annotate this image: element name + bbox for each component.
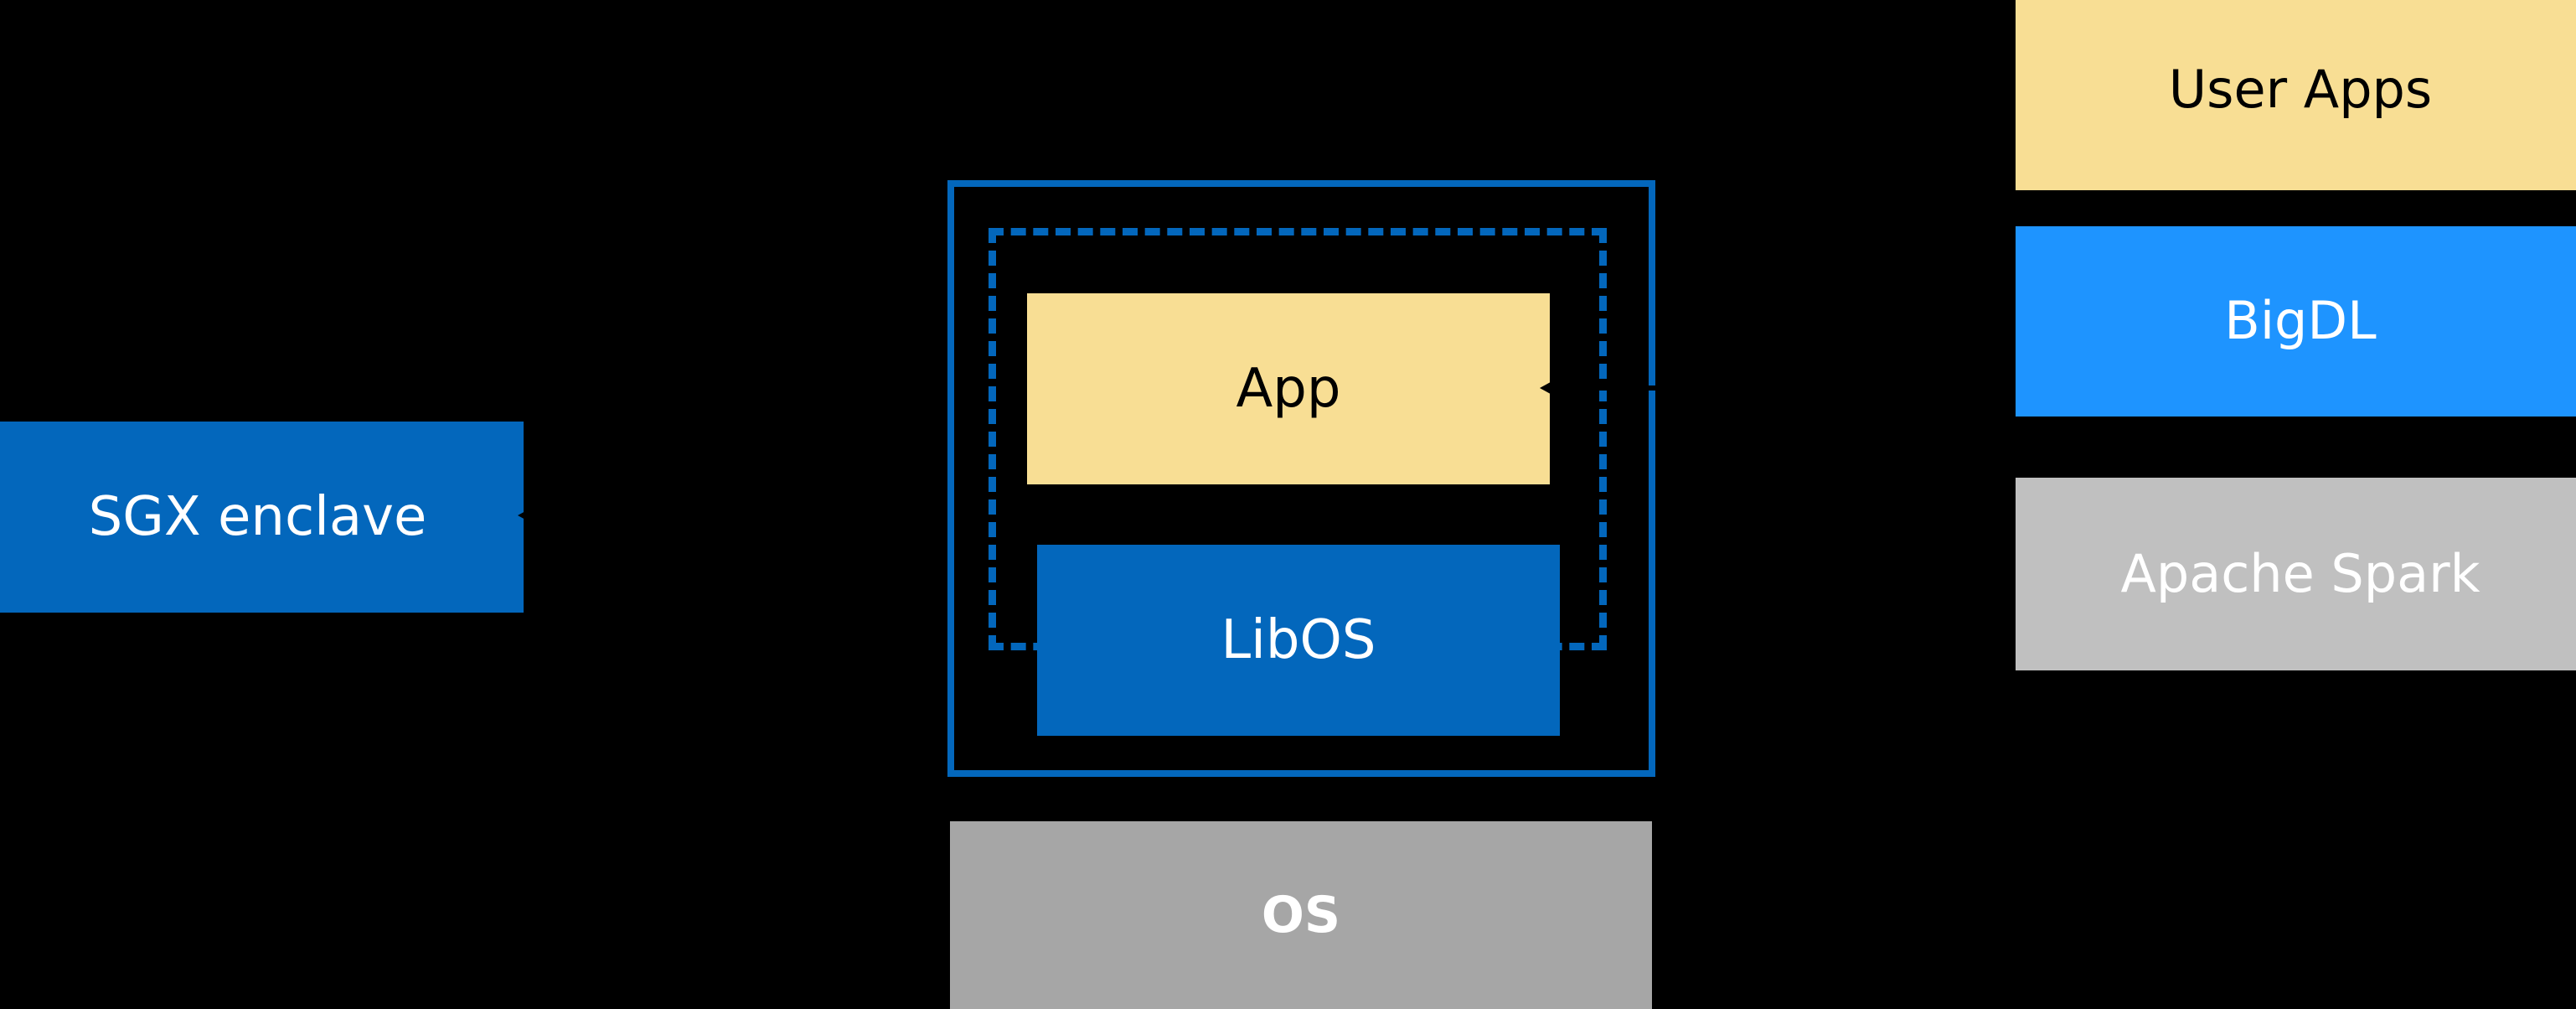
os-label: OS [1261,886,1341,944]
os-box: OS [950,821,1652,1009]
libos-box: LibOS [1037,545,1560,736]
bigdl-label: BigDL [2224,290,2377,352]
sgx-to-enclave-connector [524,513,951,518]
sgx-enclave-label: SGX enclave [88,485,427,548]
user-apps-box: User Apps [2016,0,2576,190]
enclave-frame [947,180,1655,777]
user-apps-to-app-connector [1548,385,2019,391]
app-label: App [1236,357,1341,420]
apache-spark-label: Apache Spark [2120,542,2480,604]
app-box: App [1027,293,1550,484]
bigdl-box: BigDL [2016,226,2576,417]
sgx-enclave-box: SGX enclave [0,422,524,613]
libos-label: LibOS [1221,608,1376,671]
user-apps-label: User Apps [2168,59,2433,121]
apache-spark-box: Apache Spark [2016,478,2576,670]
